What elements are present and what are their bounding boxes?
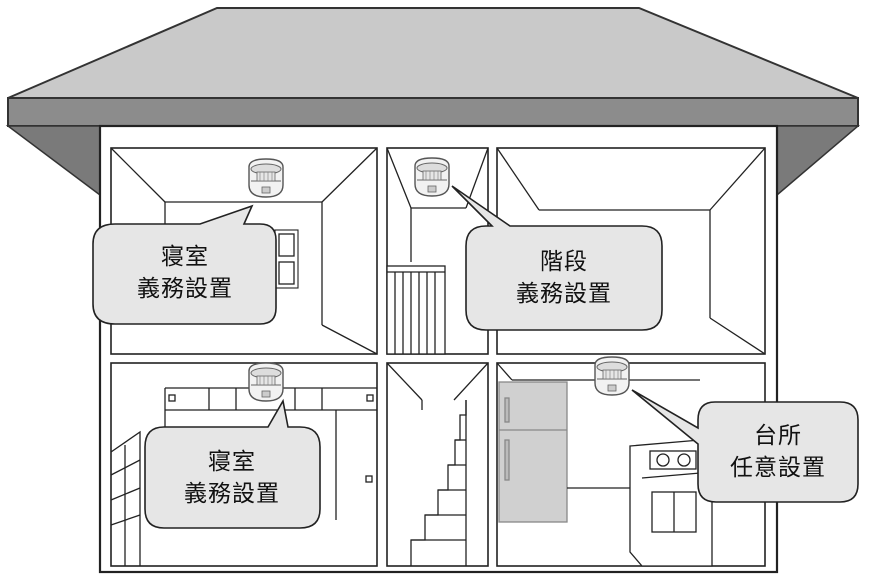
smoke-detector-icon bbox=[594, 356, 630, 396]
upper-bedroom-room bbox=[110, 147, 378, 355]
lower-staircase bbox=[386, 362, 489, 566]
callout-room: 寝室 bbox=[208, 449, 256, 475]
callout-requirement: 任意設置 bbox=[730, 455, 826, 481]
upper-right-room bbox=[496, 147, 766, 355]
callout-requirement: 義務設置 bbox=[137, 276, 233, 302]
callout-label-bedroom-lower: 寝室 義務設置 bbox=[150, 446, 314, 510]
roof bbox=[5, 7, 861, 197]
callout-bubble-bedroom-upper bbox=[92, 204, 277, 325]
callout-room: 台所 bbox=[754, 423, 802, 449]
callout-room: 寝室 bbox=[161, 244, 209, 270]
callout-label-stairs: 階段 義務設置 bbox=[478, 246, 650, 310]
callout-room: 階段 bbox=[540, 249, 588, 275]
callout-bubble-bedroom-lower bbox=[144, 398, 321, 529]
callout-requirement: 義務設置 bbox=[184, 481, 280, 507]
smoke-detector-icon bbox=[248, 362, 284, 402]
callout-bubble-kitchen bbox=[631, 389, 859, 503]
callout-bubble-stairs bbox=[451, 185, 663, 331]
callout-label-kitchen: 台所 任意設置 bbox=[704, 420, 852, 484]
callout-label-bedroom-upper: 寝室 義務設置 bbox=[100, 241, 270, 305]
callout-requirement: 義務設置 bbox=[516, 281, 612, 307]
smoke-detector-icon bbox=[248, 158, 284, 198]
upper-stairwell bbox=[386, 147, 489, 355]
kitchen-room bbox=[496, 362, 713, 567]
smoke-detector-icon bbox=[414, 157, 450, 197]
